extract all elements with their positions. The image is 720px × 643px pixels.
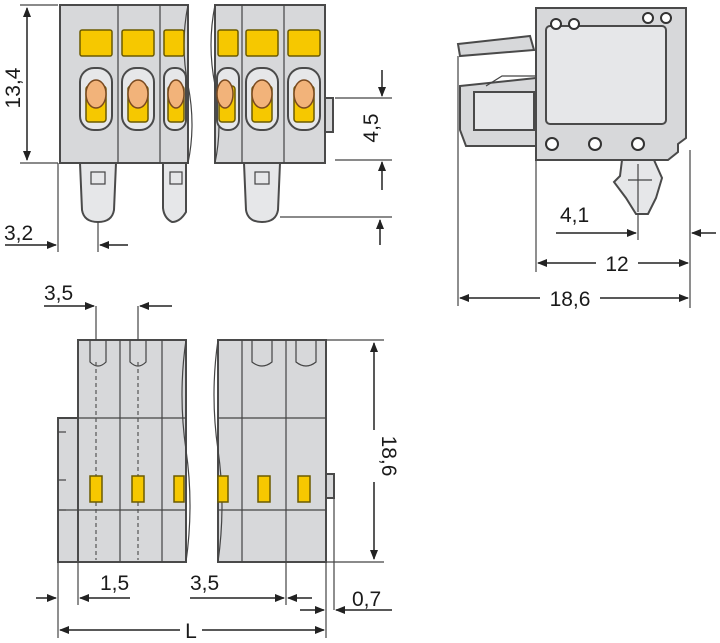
dim-front-height: 18,6 <box>377 436 400 477</box>
dim-top-offset: 3,2 <box>4 222 33 245</box>
push-button-row <box>79 29 321 57</box>
dim-top-height: 13,4 <box>2 67 25 108</box>
dim-front-length: L <box>185 620 197 643</box>
dim-side-total: 18,6 <box>550 288 591 311</box>
dim-front-pitch: 3,5 <box>44 282 73 305</box>
side-view: 4,1 12 18,6 <box>456 7 716 312</box>
front-view-housing-right <box>217 339 327 563</box>
release-windows <box>89 475 311 503</box>
top-view: 13,4 4,5 3,2 <box>2 4 392 252</box>
front-view: 3,5 18,6 1,5 3,5 0,7 L <box>36 282 400 643</box>
side-view-lever <box>456 34 536 58</box>
dim-top-lever: 4,5 <box>360 113 383 142</box>
dim-side-depth: 12 <box>605 253 628 276</box>
dim-front-pitch-bottom: 3,5 <box>190 572 219 595</box>
clamp-openings <box>79 67 321 131</box>
test-pins <box>78 162 282 224</box>
dim-front-first: 1,5 <box>100 572 129 595</box>
front-view-housing-left <box>77 339 187 563</box>
dim-front-edge: 0,7 <box>352 588 381 611</box>
dim-side-pin: 4,1 <box>560 204 589 227</box>
